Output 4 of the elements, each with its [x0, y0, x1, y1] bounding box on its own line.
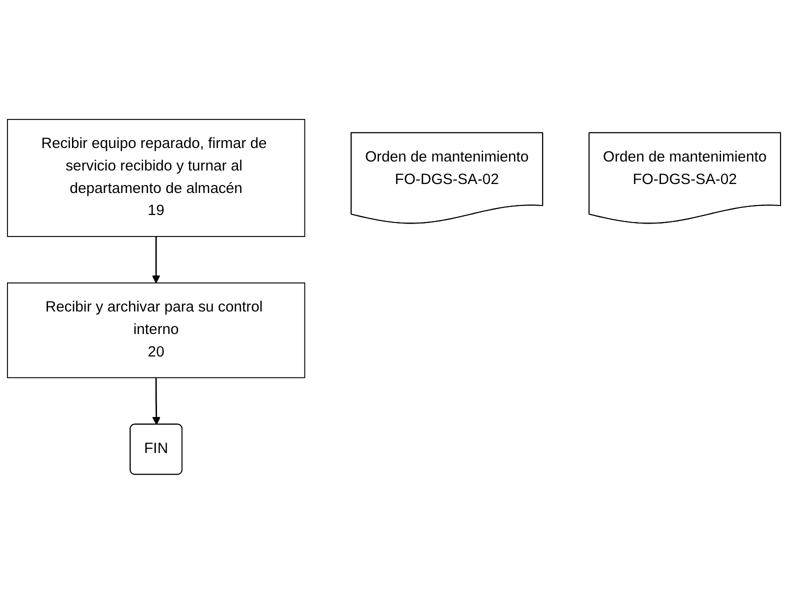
arrow — [152, 377, 160, 425]
node-box: Recibir y archivar para su control interno 20 — [6, 282, 306, 378]
node-box: Recibir equipo reparado, firmar de servicio recibido y turnar al departamento de almacén 19 — [6, 118, 306, 237]
arrow — [152, 236, 160, 283]
